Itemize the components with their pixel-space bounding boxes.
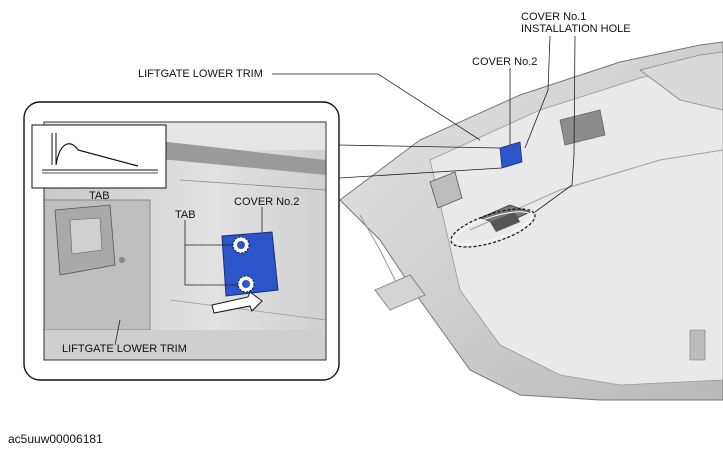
cover-no1-label-line1: COVER No.1 — [521, 11, 587, 23]
figure-code: ac5uuw00006181 — [8, 432, 103, 446]
tab-profile-inset — [31, 124, 167, 189]
cover-no2-main — [499, 141, 523, 169]
cover-no1-label-line2: INSTALLATION HOLE — [521, 23, 631, 35]
latch-bracket — [429, 171, 463, 209]
handle-recess — [374, 274, 426, 311]
leader-lines-detail — [114, 207, 263, 346]
leader-lines-main — [272, 35, 576, 213]
liftgate-lower-trim-bottom-label: LIFTGATE LOWER TRIM — [62, 343, 187, 355]
tab-detail-label: TAB — [175, 209, 196, 221]
removal-arrow-icon — [211, 291, 263, 314]
cover-no2-detail — [221, 231, 279, 297]
liftgate-lower-trim-top-label: LIFTGATE LOWER TRIM — [138, 68, 263, 80]
cover-no2-main-label: COVER No.2 — [472, 56, 538, 68]
liftgate-body — [339, 41, 723, 401]
cover-no1-installation-hole — [450, 204, 536, 248]
window-recess — [559, 109, 606, 146]
tab-inset-label: TAB — [89, 190, 110, 202]
cover-no2-detail-label: COVER No.2 — [234, 196, 300, 208]
callout-connector — [338, 144, 503, 179]
